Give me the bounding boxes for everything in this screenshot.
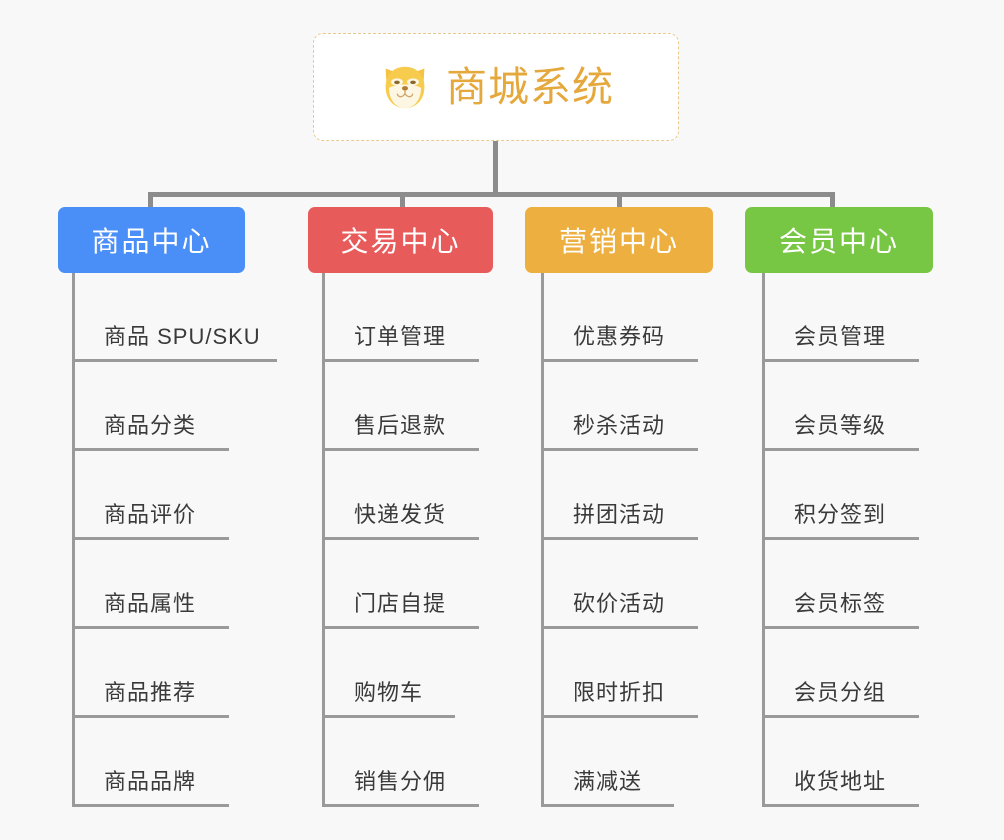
column-spine [322,273,325,807]
list-item-underline [762,448,919,451]
list-item-underline [72,359,277,362]
column-spine [72,273,75,807]
list-item[interactable]: 秒杀活动 [541,362,698,451]
column-spine [762,273,765,807]
list-item-label: 限时折扣 [573,680,666,705]
list-item[interactable]: 满减送 [541,718,674,807]
list-item[interactable]: 拼团活动 [541,451,698,540]
list-item-underline [72,804,229,807]
list-item-underline [322,715,455,718]
list-item-underline [72,715,229,718]
list-item[interactable]: 优惠券码 [541,273,698,362]
list-item-label: 销售分佣 [354,769,447,794]
list-item[interactable]: 商品属性 [72,540,229,629]
list-item[interactable]: 商品评价 [72,451,229,540]
list-item[interactable]: 销售分佣 [322,718,479,807]
category-label: 营销中心 [558,226,679,257]
list-item[interactable]: 商品推荐 [72,629,229,718]
root-title: 商城系统 [446,63,614,110]
list-item-underline [762,715,919,718]
list-item[interactable]: 快递发货 [322,451,479,540]
category-label: 商品中心 [91,226,212,257]
list-item[interactable]: 售后退款 [322,362,479,451]
list-item-underline [72,537,229,540]
connector-root-stem [493,141,498,194]
category-header-marketing-center[interactable]: 营销中心 [525,207,713,273]
list-item-label: 商品推荐 [104,680,197,705]
list-item[interactable]: 会员管理 [762,273,919,362]
list-item-underline [322,359,479,362]
list-item-underline [541,359,698,362]
list-item-label: 会员等级 [794,413,887,438]
list-item[interactable]: 订单管理 [322,273,479,362]
list-item[interactable]: 积分签到 [762,451,919,540]
list-item-underline [541,448,698,451]
list-item-label: 拼团活动 [573,502,666,527]
connector-drop-member-center [830,192,835,209]
category-label: 会员中心 [778,226,899,257]
list-item-underline [322,626,479,629]
list-item-underline [72,448,229,451]
list-item-label: 会员分组 [794,680,887,705]
list-item-underline [541,715,698,718]
list-item-label: 商品分类 [104,413,197,438]
list-item-label: 订单管理 [354,324,447,349]
list-item-label: 售后退款 [354,413,447,438]
list-item-label: 收货地址 [794,769,887,794]
category-header-trade-center[interactable]: 交易中心 [308,207,493,273]
list-item[interactable]: 购物车 [322,629,455,718]
root-node-shop-system[interactable]: 商城系统 [313,33,679,141]
shiba-dog-icon [385,66,425,109]
list-item-underline [762,359,919,362]
column-spine [541,273,544,807]
list-item-label: 优惠券码 [573,324,666,349]
list-item-underline [541,804,674,807]
list-item-label: 商品评价 [104,502,197,527]
list-item[interactable]: 会员等级 [762,362,919,451]
list-item-label: 门店自提 [354,591,447,616]
list-item[interactable]: 会员分组 [762,629,919,718]
list-item-label: 会员标签 [794,591,887,616]
list-item[interactable]: 商品品牌 [72,718,229,807]
list-item[interactable]: 收货地址 [762,718,919,807]
connector-drop-product-center [148,192,153,209]
list-item[interactable]: 会员标签 [762,540,919,629]
list-item[interactable]: 砍价活动 [541,540,698,629]
list-item-underline [762,626,919,629]
list-item[interactable]: 商品 SPU/SKU [72,273,277,362]
list-item-underline [322,804,479,807]
category-header-product-center[interactable]: 商品中心 [58,207,245,273]
connector-drop-trade-center [400,192,405,209]
list-item-underline [541,626,698,629]
list-item-label: 满减送 [573,769,643,794]
list-item-underline [541,537,698,540]
list-item-underline [322,448,479,451]
list-item-underline [762,537,919,540]
list-item-label: 商品品牌 [104,769,197,794]
list-item-underline [322,537,479,540]
category-label: 交易中心 [340,226,461,257]
list-item[interactable]: 门店自提 [322,540,479,629]
list-item-underline [762,804,919,807]
list-item-label: 秒杀活动 [573,413,666,438]
category-header-member-center[interactable]: 会员中心 [745,207,933,273]
list-item-label: 会员管理 [794,324,887,349]
list-item[interactable]: 限时折扣 [541,629,698,718]
list-item-label: 商品属性 [104,591,197,616]
connector-drop-marketing-center [617,192,622,209]
list-item-label: 商品 SPU/SKU [104,324,261,349]
list-item-underline [72,626,229,629]
list-item-label: 购物车 [354,680,424,705]
list-item-label: 砍价活动 [573,591,666,616]
list-item[interactable]: 商品分类 [72,362,229,451]
list-item-label: 快递发货 [354,502,447,527]
list-item-label: 积分签到 [794,502,887,527]
connector-horizontal-bar [148,192,832,197]
